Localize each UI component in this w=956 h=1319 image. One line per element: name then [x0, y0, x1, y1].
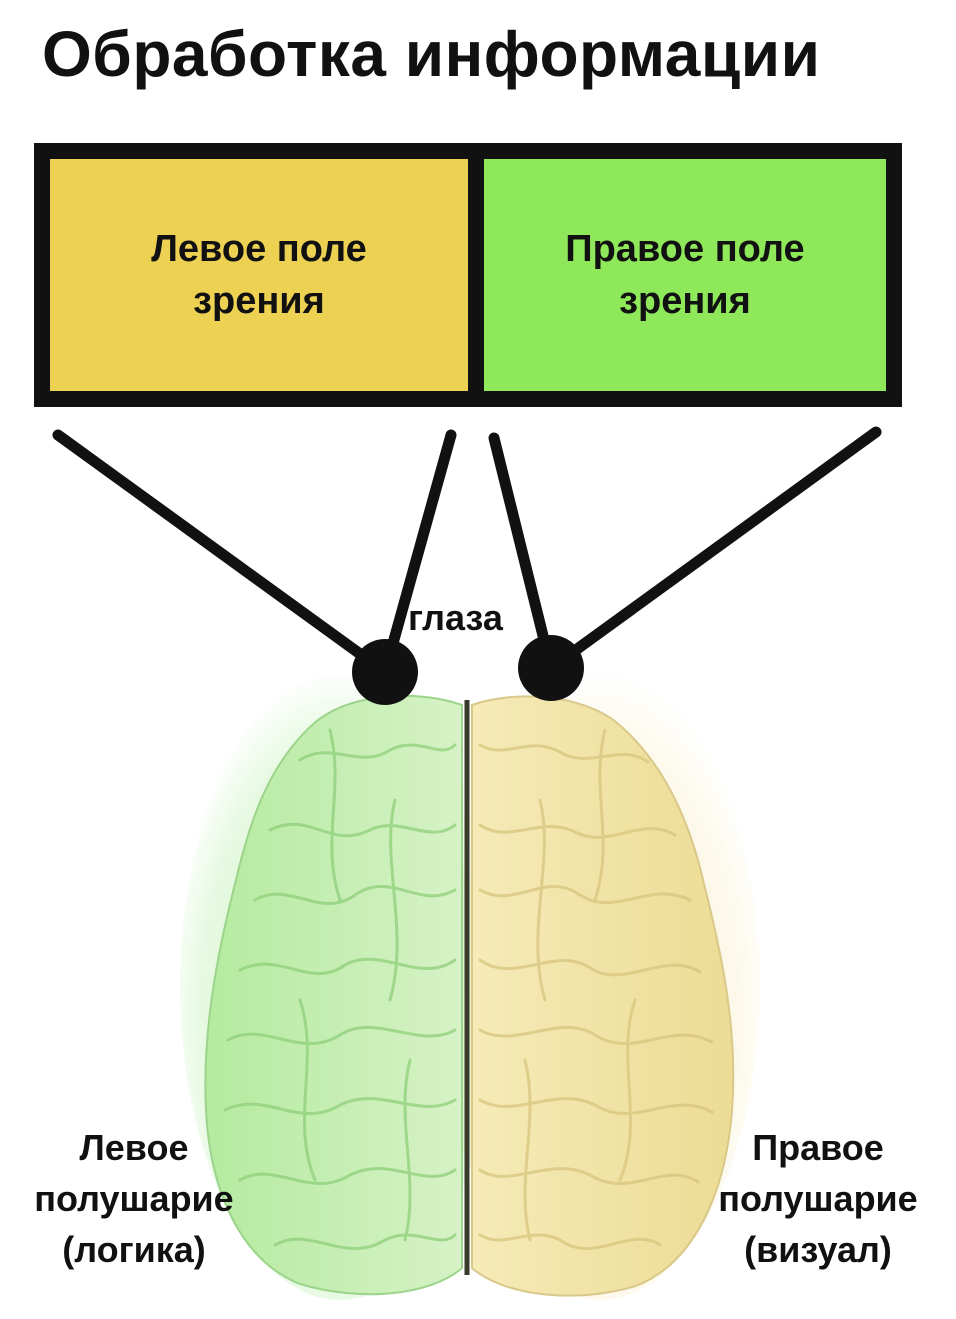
left-hemisphere-label-line3: (логика)	[62, 1229, 206, 1270]
right-hemisphere	[471, 695, 735, 1297]
optic-lines	[52, 426, 882, 678]
left-hemisphere-label: Левое полушарие (логика)	[8, 1122, 260, 1275]
right-visual-field-label-line2: зрения	[619, 280, 751, 322]
right-hemisphere-label: Правое полушарие (визуал)	[694, 1122, 942, 1275]
left-hemisphere-label-line1: Левое	[79, 1127, 189, 1168]
left-visual-field: Левое поле зрения	[50, 159, 468, 391]
left-eye-dot	[352, 639, 418, 705]
right-gyri-texture	[478, 728, 714, 1251]
right-hemisphere-label-line2: полушарие	[718, 1178, 918, 1219]
right-eye-inner-line	[488, 432, 557, 674]
left-gyri-texture	[223, 728, 457, 1251]
visual-field-frame: Левое поле зрения Правое поле зрения	[34, 143, 902, 407]
right-visual-field: Правое поле зрения	[484, 159, 886, 391]
left-visual-field-label-line1: Левое поле	[151, 228, 367, 270]
right-hemisphere-label-line1: Правое	[752, 1127, 884, 1168]
left-eye-outer-line	[52, 429, 391, 678]
left-hemisphere-label-line2: полушарие	[34, 1178, 234, 1219]
right-eye-dot	[518, 635, 584, 701]
left-eye-inner-line	[379, 429, 457, 678]
page-title: Обработка информации	[42, 18, 821, 90]
left-hemisphere	[204, 694, 463, 1296]
left-visual-field-label-line2: зрения	[193, 280, 325, 322]
right-visual-field-label-line1: Правое поле	[565, 228, 805, 270]
eyes-label: глаза	[408, 597, 503, 638]
right-hemisphere-label-line3: (визуал)	[744, 1229, 892, 1270]
right-eye-outer-line	[545, 426, 882, 674]
